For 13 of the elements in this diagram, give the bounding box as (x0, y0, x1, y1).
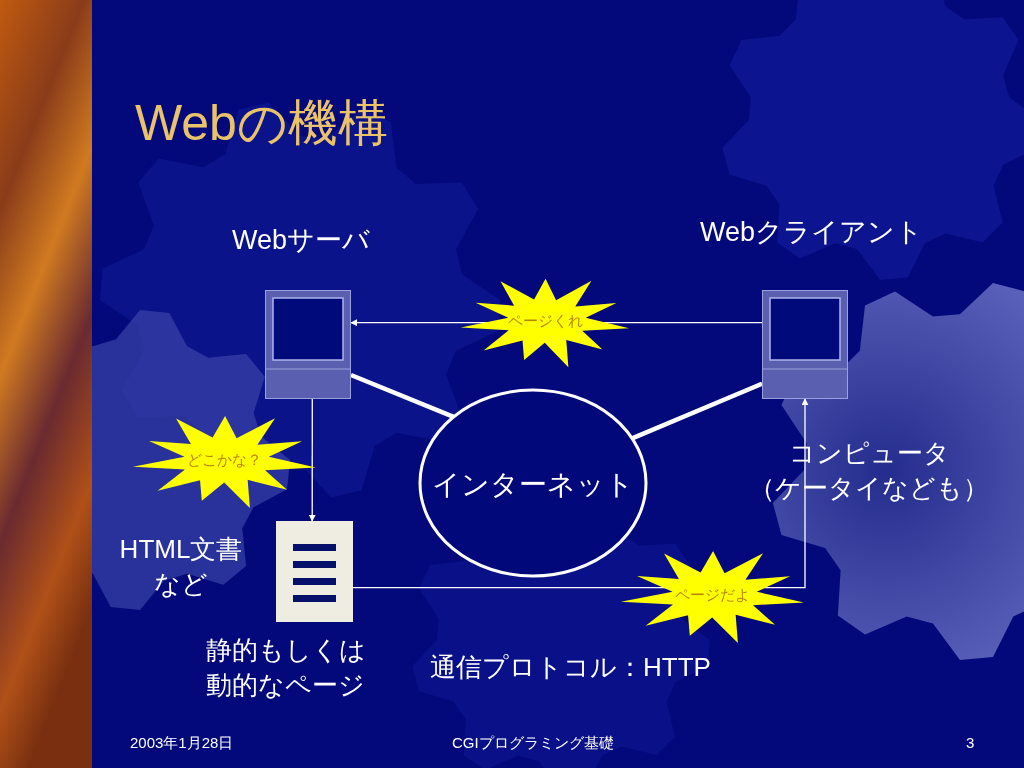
caption-text: Webクライアント (700, 216, 924, 249)
slide-title: Webの機構 (135, 94, 388, 153)
node-label: インターネット (431, 468, 635, 502)
caption-text: Webサーバ (232, 224, 371, 257)
footer-text: CGIプログラミング基礎 (452, 734, 614, 753)
footer-text: 2003年1月28日 (130, 734, 234, 753)
caption-text: HTML文書など (118, 533, 244, 602)
caption-text: 静的もしくは動的なページ (206, 634, 367, 703)
connector-line (631, 381, 763, 441)
connector-line (350, 372, 455, 419)
annotation-text: 通信プロトコル：HTTP (430, 651, 711, 684)
footer-text: 3 (966, 734, 975, 751)
arrow (308, 398, 316, 522)
